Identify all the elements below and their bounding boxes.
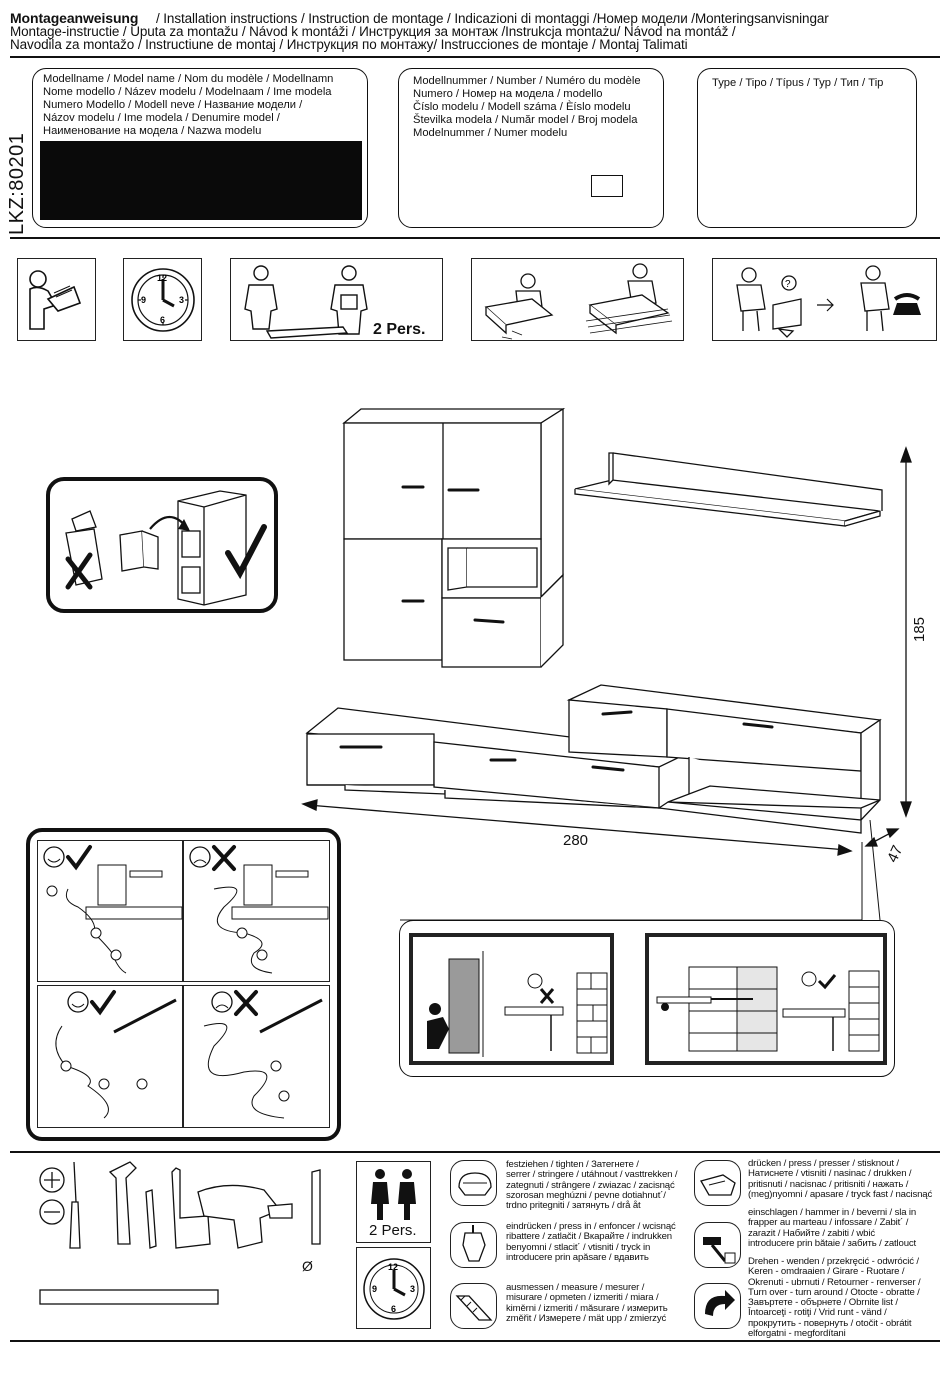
- tools-illustration: [39, 1161, 321, 1305]
- type-box: Type / Tipo / Típus / Typ / Тип / Tip: [697, 68, 917, 228]
- clock-6: 6: [160, 315, 165, 325]
- cable-guidance-panel: [26, 828, 341, 1141]
- clock-12: 12: [157, 273, 167, 283]
- type-label: Type / Tipo / Típus / Typ / Тип / Tip: [712, 77, 884, 89]
- tools-clock-6: 6: [391, 1304, 396, 1314]
- header-line-1: Montageanweisung / Installation instruct…: [10, 10, 829, 26]
- wall-mount-panel: [399, 920, 895, 1077]
- press-icon: [694, 1160, 741, 1206]
- press-in-icon: [450, 1222, 497, 1268]
- svg-text:?: ?: [785, 279, 791, 290]
- boxes-rule: [10, 237, 940, 239]
- measure-icon: [450, 1283, 497, 1329]
- cable-bad-1: [183, 840, 330, 982]
- tighten-text: festziehen / tighten / Затегнете / serre…: [506, 1159, 678, 1212]
- cable-good-2: [37, 985, 183, 1128]
- clock-3: 3: [179, 295, 184, 305]
- two-persons-icon: 2 Pers.: [230, 258, 443, 341]
- keep-instructions-panel: [46, 477, 278, 613]
- turn-over-text: Drehen - wenden / przekręcić - odwrócić …: [748, 1256, 921, 1340]
- tools-two-persons-label: 2 Pers.: [369, 1222, 417, 1239]
- footer-rule: [10, 1340, 940, 1342]
- header-line-3: Navodila za montažo / Instructiune de mo…: [10, 37, 688, 52]
- two-persons-label: 2 Pers.: [373, 321, 426, 338]
- contact-support-icon: ?: [712, 258, 937, 341]
- clock-9: 9: [141, 295, 146, 305]
- model-number-box: Modellnummer / Number / Numéro du modèle…: [398, 68, 664, 228]
- tools-two-persons: 2 Pers.: [356, 1161, 431, 1243]
- measure-text: ausmessen / measure / mesurer / misurare…: [506, 1282, 668, 1324]
- tools-clock: 12 3 6 9: [356, 1247, 431, 1329]
- header-line-2: Montage-instructie / Úputa za montažu / …: [10, 24, 736, 39]
- tools-clock-12: 12: [388, 1262, 398, 1272]
- turn-over-icon: [694, 1283, 741, 1329]
- hammer-in-text: einschlagen / hammer in / beverni / sla …: [748, 1207, 917, 1249]
- assemble-on-soft-surface-icon: [471, 258, 684, 341]
- header-rule: [10, 56, 940, 58]
- model-name-label: Modellname / Model name / Nom du modèle …: [43, 73, 334, 137]
- header-line-1-rest: / Installation instructions / Instructio…: [155, 11, 829, 26]
- cable-bad-2: [183, 985, 330, 1128]
- tighten-icon: [450, 1160, 497, 1206]
- model-number-field: [591, 175, 623, 197]
- model-name-box: Modellname / Model name / Nom du modèle …: [32, 68, 368, 228]
- drill-size-symbol: Ø: [302, 1258, 313, 1274]
- read-instructions-icon: [17, 258, 96, 341]
- tools-rule: [10, 1151, 940, 1153]
- model-name-redacted: [40, 141, 362, 220]
- model-number-label: Modellnummer / Number / Numéro du modèle…: [413, 75, 641, 139]
- press-text: drücken / press / presser / stisknout / …: [748, 1158, 933, 1200]
- document-title: Montageanweisung: [10, 10, 139, 26]
- hammer-in-icon: [694, 1222, 741, 1268]
- cable-good-1: [37, 840, 183, 982]
- width-dimension: 280: [563, 832, 589, 849]
- wall-mount-bad: [409, 933, 614, 1065]
- wall-mount-good: [645, 933, 887, 1065]
- tools-clock-3: 3: [410, 1284, 415, 1294]
- time-clock-icon: 12 3 6 9: [123, 258, 202, 341]
- height-dimension: 185: [911, 616, 928, 642]
- press-in-text: eindrücken / press in / enfoncer / wcisn…: [506, 1221, 676, 1263]
- tools-clock-9: 9: [372, 1284, 377, 1294]
